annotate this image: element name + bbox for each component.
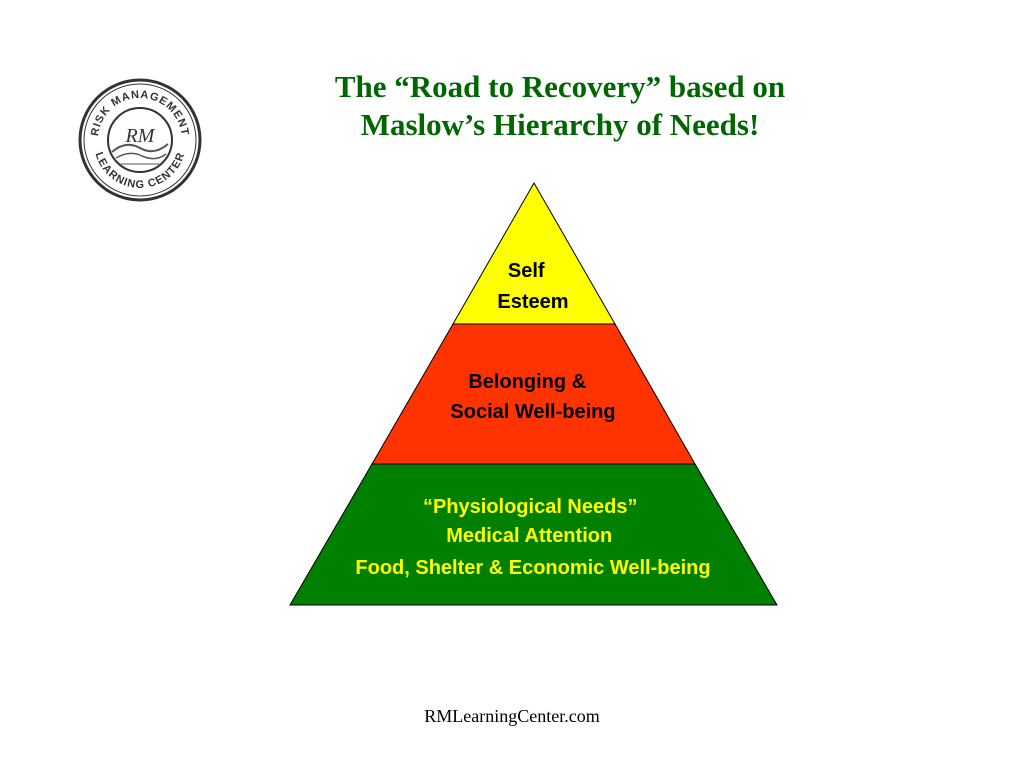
title-line-1: The “Road to Recovery” based on <box>334 69 786 104</box>
page-title: The “Road to Recovery” based on Maslow’s… <box>250 68 870 144</box>
tier-physiological <box>289 463 778 606</box>
tier-physiological-label: “Physiological Needs” Medical Attention … <box>355 496 710 579</box>
title-line-2: Maslow’s Hierarchy of Needs! <box>360 107 760 142</box>
footer-website: RMLearningCenter.com <box>424 706 600 726</box>
tier-belonging-label: Belonging & Social Well-being <box>450 371 615 423</box>
tier-self-esteem-label: Self Esteem <box>497 260 568 313</box>
tier-belonging <box>371 323 696 465</box>
logo-monogram: RM <box>125 125 156 147</box>
risk-management-seal-icon: RISK MANAGEMENT LEARNING CENTER RM <box>78 78 202 202</box>
